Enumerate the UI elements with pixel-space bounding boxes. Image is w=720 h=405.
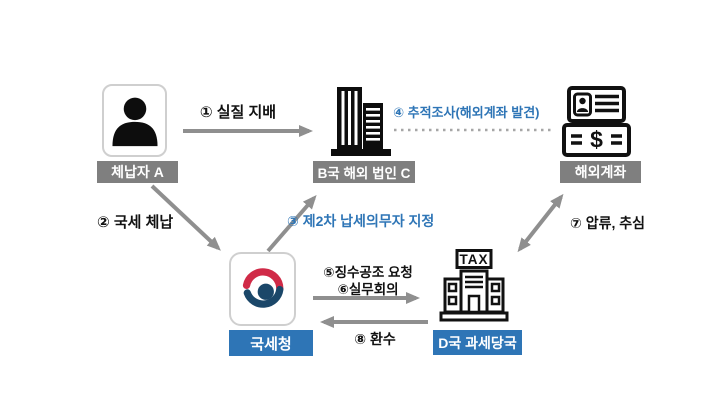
tax-office-icon: TAX <box>439 249 509 322</box>
edge-2-arrow <box>150 184 221 251</box>
edge-4-label: ④ 추적조사(해외계좌 발견) <box>393 105 540 120</box>
foreign-corp-label: B국 해외 법인 C <box>313 161 415 183</box>
debtor-label: 체납자 A <box>97 161 178 183</box>
overseas-account-node: $ <box>562 85 631 159</box>
corp-building-icon <box>331 87 391 156</box>
edge-7-label: ⑦ 압류, 추심 <box>570 215 646 231</box>
overseas-account-label: 해외계좌 <box>560 161 641 183</box>
dollar-symbol: $ <box>590 127 603 153</box>
foreign-corp-node <box>327 87 395 158</box>
edge-1-label: ① 실질 지배 <box>199 104 277 121</box>
edge-8-label: ⑧ 환수 <box>354 331 396 347</box>
tax-service-label: 국세청 <box>229 330 313 356</box>
foreign-tax-authority-label: D국 과세당국 <box>433 330 522 355</box>
edge-3-label: ③ 제2차 납세의무자 지정 <box>287 213 435 229</box>
tax-sign-text: TAX <box>460 252 489 267</box>
edge-3-arrow <box>266 194 317 253</box>
bankbook-icon: $ <box>562 86 631 157</box>
edge-5-label: ⑤징수공조 요청 <box>323 265 413 280</box>
edge-6-label: ⑥실무회의 <box>337 282 399 297</box>
edge-2-label: ② 국세 체납 <box>97 214 174 231</box>
tax-service-node <box>229 252 296 326</box>
person-icon <box>111 97 158 146</box>
korea-government-emblem-icon <box>242 268 283 308</box>
foreign-tax-authority-node: TAX <box>438 249 510 328</box>
edge-7-double-arrow <box>517 193 564 253</box>
debtor-node <box>102 84 167 157</box>
